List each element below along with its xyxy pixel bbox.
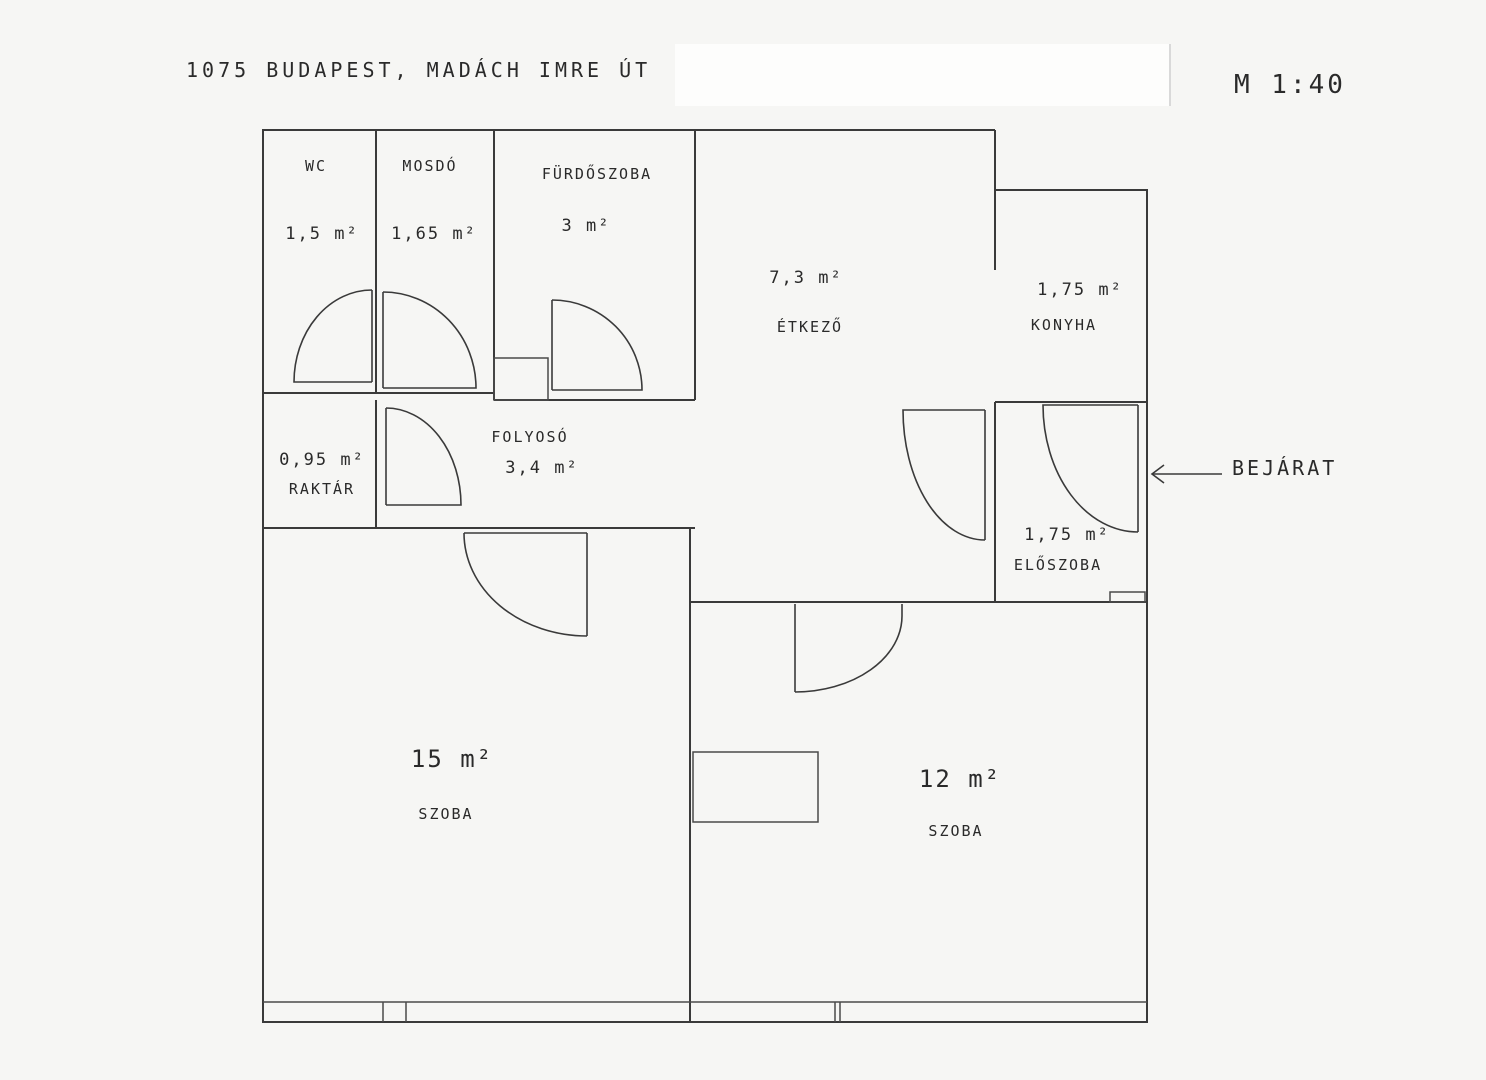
entrance-label: BEJÁRAT (1232, 456, 1338, 480)
room-area-furdoszoba: 3 m² (561, 216, 611, 236)
address-title: 1075 BUDAPEST, MADÁCH IMRE ÚT (186, 58, 652, 82)
room-name-eloszoba: ELŐSZOBA (1013, 556, 1103, 574)
szoba1-door (463, 532, 588, 637)
outer-wall (262, 129, 1148, 1023)
eloszoba-inner-door (902, 409, 986, 541)
room-area-folyoso: 3,4 m² (505, 458, 579, 478)
entrance-arrow (1150, 464, 1222, 484)
scale-label: M 1:40 (1234, 70, 1346, 100)
room-area-szoba-2: 12 m² (918, 765, 1002, 793)
room-area-konyha: 1,75 m² (1037, 280, 1123, 300)
raktar-door (385, 407, 462, 506)
room-area-wc: 1,5 m² (285, 224, 359, 244)
room-name-mosdo: MOSDÓ (402, 157, 458, 175)
wc-door (293, 289, 373, 383)
szoba2-furniture (692, 751, 819, 823)
szoba2-door (794, 604, 903, 693)
entrance-door (1042, 404, 1139, 533)
room-name-szoba-2: SZOBA (928, 822, 984, 840)
room-name-konyha: KONYHA (1030, 316, 1098, 334)
room-name-etkezo: ÉTKEZŐ (776, 318, 844, 336)
room-area-eloszoba: 1,75 m² (1024, 525, 1110, 545)
room-area-etkezo: 7,3 m² (769, 268, 843, 288)
furdo-door (551, 299, 643, 391)
room-area-szoba-1: 15 m² (410, 745, 494, 773)
room-name-furdoszoba: FÜRDŐSZOBA (541, 165, 653, 183)
room-name-folyoso: FOLYOSÓ (491, 428, 569, 446)
mosdo-door (382, 291, 477, 389)
redacted-house-number (675, 44, 1171, 106)
room-name-szoba-1: SZOBA (418, 805, 474, 823)
furdo-fixture (493, 357, 549, 401)
room-name-raktar: RAKTÁR (288, 480, 356, 498)
eloszoba-fixture (1109, 591, 1146, 603)
room-name-wc: WC (304, 157, 328, 175)
room-area-raktar: 0,95 m² (279, 450, 365, 470)
room-area-mosdo: 1,65 m² (391, 224, 477, 244)
